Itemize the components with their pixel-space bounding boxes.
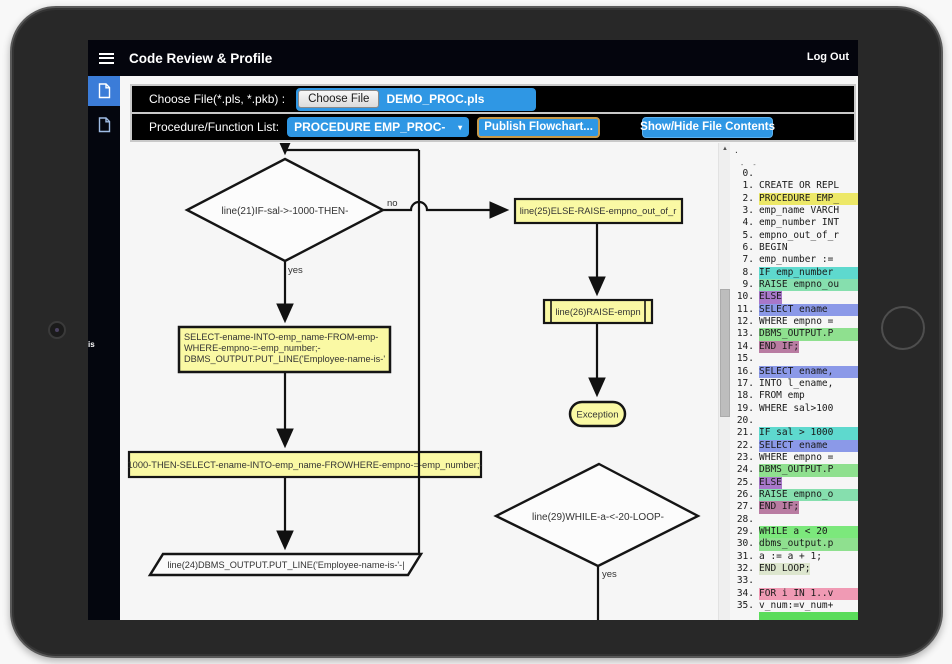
edge-label-yes-1: yes — [288, 265, 303, 276]
node-else-raise-label: line(25)ELSE-RAISE-empno_out_of_r — [520, 206, 677, 216]
code-line: 23.WHERE empno = — [736, 451, 834, 463]
toolbar-divider — [132, 112, 854, 114]
toolbar: Choose File(*.pls, *.pkb) : Choose File … — [130, 84, 856, 142]
code-line: 4.emp_number INT — [742, 217, 840, 229]
node-raise-label: line(26)RAISE-empn — [555, 307, 640, 317]
code-line: 32.END LOOP; — [736, 563, 811, 576]
node-select-block-line2: WHERE-empno-=-emp_number;- — [184, 343, 321, 353]
node-select-block-line1: SELECT-ename-INTO-emp_name-FROM-emp- — [184, 332, 378, 342]
code-line: 20. — [736, 414, 754, 426]
code-line: 21.IF sal > 1000 — [732, 427, 858, 440]
edge-no-path — [383, 200, 510, 219]
home-button[interactable] — [881, 306, 925, 350]
code-line: 16.SELECT ename, — [732, 365, 858, 378]
flowchart-canvas: 1000-THEN-SELECT-ename-INTO-emp_name-FRO… — [127, 143, 701, 620]
document-icon — [98, 117, 110, 133]
code-line: 25.ELSE — [736, 476, 782, 489]
code-scrollbar[interactable]: ▲ — [718, 143, 730, 620]
publish-flowchart-button[interactable]: Publish Flowchart... — [477, 116, 601, 138]
node-exception: Exception — [568, 400, 627, 428]
node-output-label: line(24)DBMS_OUTPUT.PUT_LINE('Employee-n… — [167, 560, 404, 570]
code-line: 6.BEGIN — [742, 242, 788, 254]
code-artifact-dot: . — [734, 146, 739, 155]
code-line: 29.WHILE a < 20 — [732, 525, 858, 539]
node-decision-if-sal: line(21)IF-sal->-1000-THEN- — [184, 157, 386, 263]
code-line: 14.END IF; — [736, 340, 800, 354]
code-line: 24.DBMS_OUTPUT.P — [732, 464, 858, 477]
edge-label-no: no — [387, 198, 398, 209]
document-icon — [98, 83, 110, 99]
code-line: 3.emp_name VARCH — [742, 205, 840, 217]
code-line: 17.INTO l_ename, — [736, 377, 834, 389]
code-line: 12.WHERE empno = — [736, 316, 834, 328]
node-select-block: SELECT-ename-INTO-emp_name-FROM-emp- WHE… — [177, 325, 392, 374]
code-line: 33. — [736, 575, 754, 587]
hamburger-menu-icon[interactable] — [99, 50, 114, 66]
node-wide-statement: 1000-THEN-SELECT-ename-INTO-emp_name-FRO… — [127, 450, 483, 479]
chevron-down-icon: ▾ — [458, 122, 463, 132]
file-input[interactable]: Choose File DEMO_PROC.pls — [296, 87, 537, 111]
procedure-row: Procedure/Function List: PROCEDURE EMP_P… — [132, 114, 854, 140]
code-line: 26.RAISE empno_o — [732, 488, 858, 502]
code-line: 22.SELECT ename — [732, 439, 858, 452]
file-row: Choose File(*.pls, *.pkb) : Choose File … — [132, 86, 854, 112]
code-line: 18.FROM emp — [736, 390, 805, 402]
show-hide-file-contents-button[interactable]: Show/Hide File Contents — [640, 116, 775, 138]
sidebar-item-file-2[interactable] — [88, 110, 120, 140]
node-wide-statement-label: 1000-THEN-SELECT-ename-INTO-emp_name-FRO… — [127, 460, 482, 470]
scrollbar-thumb[interactable] — [720, 289, 730, 417]
node-exception-label: Exception — [576, 410, 618, 421]
node-raise: line(26)RAISE-empn — [542, 298, 654, 325]
code-line: 1.CREATE OR REPL — [742, 180, 840, 192]
code-line: 15. — [736, 353, 754, 365]
code-line: 27.END IF; — [736, 501, 800, 514]
choose-file-button[interactable]: Choose File — [298, 90, 380, 108]
code-line: 10.ELSE — [736, 291, 782, 304]
code-line: 31.a := a + 1; — [736, 550, 822, 562]
choose-file-label: Choose File(*.pls, *.pkb) : — [149, 92, 286, 106]
code-line: 5.empno_out_of_r — [742, 229, 840, 241]
code-line: 7.emp_number := — [742, 254, 834, 266]
page-title: Code Review & Profile — [129, 50, 273, 66]
code-line: 2.PROCEDURE EMP_ — [732, 192, 858, 206]
code-artifact-dashes: - - — [740, 161, 759, 169]
selected-filename: DEMO_PROC.pls — [386, 92, 485, 106]
clipped-sidebar-text: is — [88, 340, 95, 349]
code-line: 13.DBMS_OUTPUT.P — [732, 328, 858, 341]
app-screen: Code Review & Profile Log Out — [88, 40, 858, 620]
code-line: 34.FOR i IN 1..v — [732, 587, 858, 601]
sidebar-item-file-1[interactable] — [88, 76, 120, 106]
procedure-dropdown[interactable]: PROCEDURE EMP_PROC- ▾ — [287, 117, 470, 137]
node-else-raise: line(25)ELSE-RAISE-empno_out_of_r — [513, 197, 684, 225]
edge-label-yes-2: yes — [602, 569, 617, 580]
flow-edges — [276, 143, 606, 620]
camera-icon — [48, 321, 66, 339]
procedure-list-label: Procedure/Function List: — [149, 120, 280, 134]
code-line: 30.dbms_output.p — [732, 538, 858, 551]
code-line: 11.SELECT ename — [732, 303, 858, 317]
node-output-parallelogram: line(24)DBMS_OUTPUT.PUT_LINE('Employee-n… — [147, 552, 424, 577]
node-decision-if-sal-label: line(21)IF-sal->-1000-THEN- — [222, 206, 349, 217]
app-bar: Code Review & Profile Log Out — [88, 40, 858, 76]
code-line: 8.IF emp_number — [732, 266, 858, 280]
code-line — [732, 612, 858, 620]
code-line: 19.WHERE sal>100 — [736, 402, 834, 414]
code-line: 9.RAISE empno_ou — [732, 279, 858, 292]
node-select-block-line3: DBMS_OUTPUT.PUT_LINE('Employee-name-is-' — [184, 354, 385, 364]
code-line: 35.v_num:=v_num+ — [736, 600, 834, 612]
code-line: 0. — [742, 168, 754, 179]
code-line: 28. — [736, 513, 754, 525]
node-decision-while-label: line(29)WHILE-a-<-20-LOOP- — [532, 512, 664, 523]
node-decision-while: line(29)WHILE-a-<-20-LOOP- — [493, 462, 701, 568]
sidebar: is — [88, 76, 120, 620]
logout-button[interactable]: Log Out — [806, 51, 849, 63]
scroll-up-icon[interactable]: ▲ — [722, 146, 728, 152]
tablet-frame: Code Review & Profile Log Out — [10, 6, 943, 658]
procedure-dropdown-value: PROCEDURE EMP_PROC- — [294, 120, 446, 134]
